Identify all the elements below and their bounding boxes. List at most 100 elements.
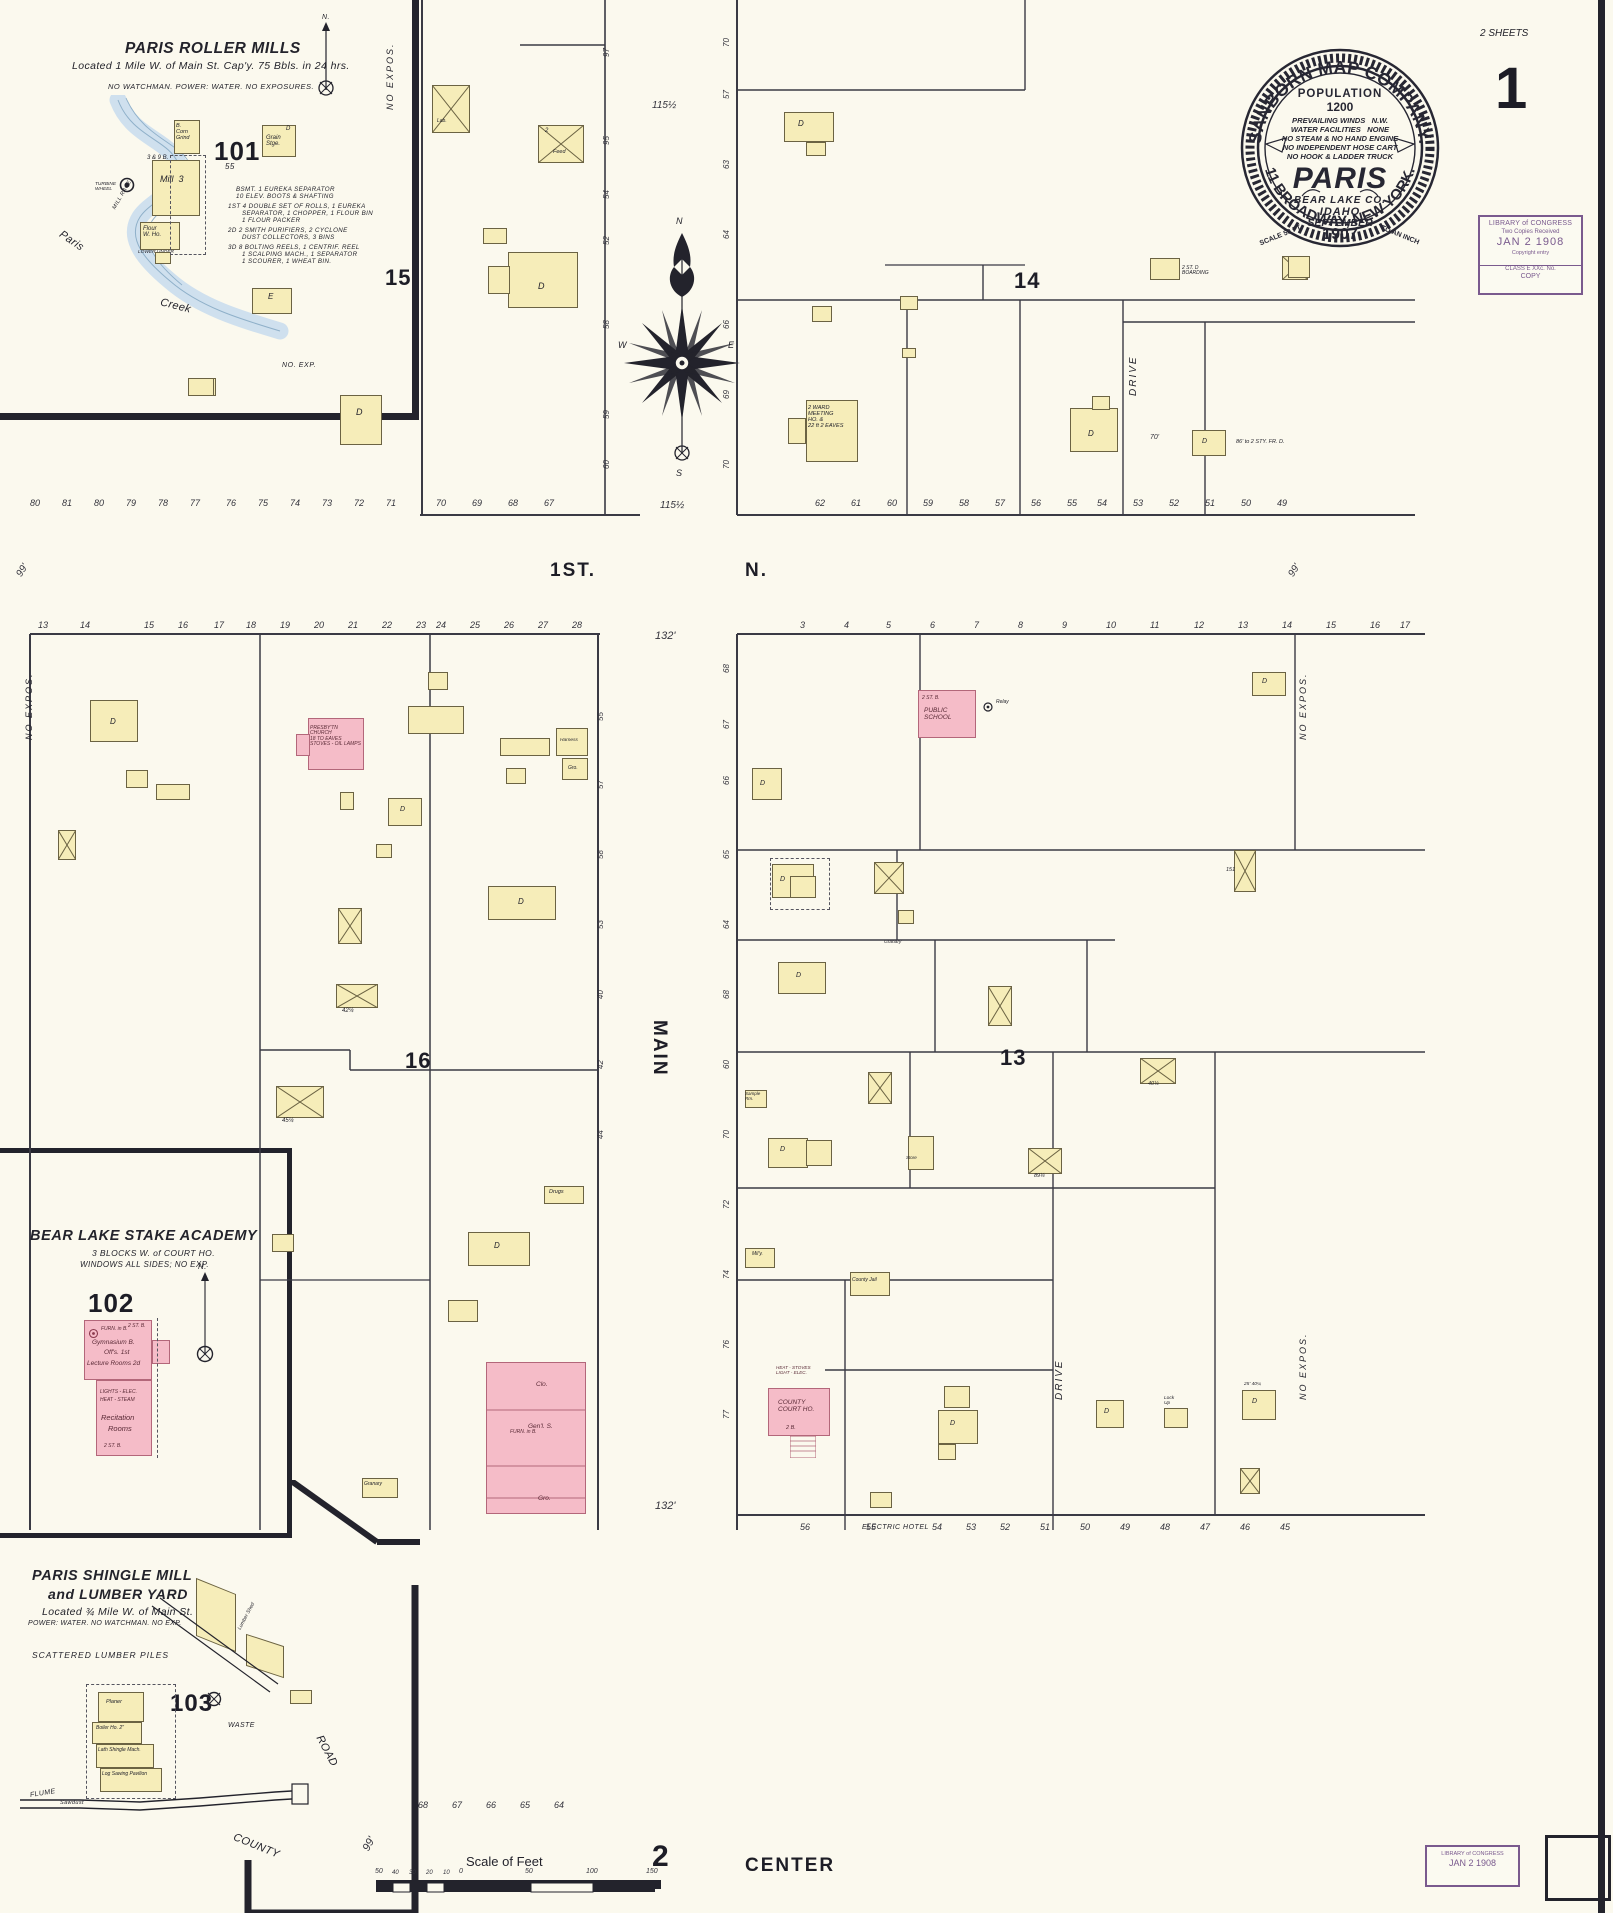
store-block-pink [486, 1362, 586, 1514]
bottom-stamp-line1: LIBRARY of CONGRESS [1441, 1851, 1504, 1857]
b16-bldg-drugs [544, 1186, 584, 1204]
corn-grind-building [174, 120, 200, 154]
drive-right-label: DRIVE [1128, 355, 1139, 396]
b15-rt-54: 54 [601, 190, 611, 199]
street-center: CENTER [745, 1855, 836, 1876]
b14-dim-70: 70' [1150, 434, 1160, 441]
loc-line3: JAN 2 1908 [1496, 236, 1565, 249]
block15-bldg-small-top [483, 228, 507, 244]
shingle-log-pavilion [100, 1768, 162, 1792]
academy-title: BEAR LAKE STAKE ACADEMY [30, 1228, 258, 1244]
b13-bldg-ne-d [1252, 672, 1286, 696]
block14-bldg-small-top [806, 142, 826, 156]
court-house-steps [789, 1435, 817, 1463]
academy-north-label: N. [198, 1262, 207, 1271]
academy-rooms-label: Rooms [108, 1424, 132, 1433]
b13-bldg-lower-r1 [1096, 1400, 1124, 1428]
loc-line1: LIBRARY of CONGRESS [1488, 220, 1573, 227]
b16-bldg-x-lower [336, 984, 378, 1008]
b13-bldg-sm-mid [898, 910, 914, 924]
academy-furn-label: FURN. in B. [101, 1326, 128, 1332]
b13-lt-68b: 68 [721, 990, 731, 999]
b16-bldg-lower-d [468, 1232, 530, 1266]
block15-feed-label: Feed [553, 149, 566, 155]
b13-lt-64b: 64 [721, 920, 731, 929]
block-16-number: 16 [405, 1048, 432, 1073]
compass-e-label: E [728, 340, 735, 350]
scale-tick-10: 10 [443, 1870, 450, 1876]
academy-furnace-marker [88, 1326, 99, 1344]
tick-ml-7: 20 [314, 620, 325, 630]
b15-rt-59: 59 [601, 410, 611, 419]
b13-store-label: Store [906, 1155, 917, 1160]
corner-99-tr: 99' [1286, 562, 1303, 579]
tick-br-6: 50 [1080, 1522, 1091, 1532]
b13-bldg-milly [745, 1248, 775, 1268]
b13-bldg-br-sm [870, 1492, 892, 1508]
public-school [918, 690, 976, 738]
b13-lt-67: 67 [721, 720, 731, 729]
dim-132-bottom: 132' [655, 1500, 676, 1512]
machinery-line-3: 1ST 4 DOUBLE SET OF ROLLS, 1 EUREKA [228, 203, 366, 210]
b16-bldg-right-1 [556, 728, 588, 756]
tick-br-4: 52 [1000, 1522, 1011, 1532]
academy-lecture-label: Lecture Rooms 2d [87, 1360, 141, 1367]
b13-bldg-lower-r2 [1164, 1408, 1188, 1428]
tick-tr-8: 54 [1097, 498, 1108, 508]
b16-mid-d-label: D [400, 806, 406, 813]
tick-mr-0: 3 [800, 620, 806, 630]
academy-2stb-label: 2 ST. B. [128, 1323, 146, 1329]
tick-br-10: 46 [1240, 1522, 1251, 1532]
b13-bldg-left-1 [752, 768, 782, 800]
b15-rt-97: 97 [601, 48, 611, 57]
block14-bldg-sm-right [1092, 396, 1110, 410]
corner-99-tl: 99' [14, 562, 31, 579]
b16-rt-58: 58 [595, 850, 605, 859]
bottom-right-corner-mark [1545, 1835, 1611, 1901]
b13-lt-68: 68 [721, 664, 731, 673]
tick-bl-3: 65 [520, 1800, 531, 1810]
b13-bldg-county-jail [850, 1272, 890, 1296]
tick-bl-0: 68 [418, 1800, 429, 1810]
tick-mr-14: 17 [1400, 620, 1411, 630]
tick-br-3: 53 [966, 1522, 977, 1532]
block14-far-right-note: 86' to 2 STY. FR. D. [1236, 439, 1285, 445]
seal-fact-4: NO INDEPENDENT HOSE CART [1282, 143, 1398, 152]
bottom-left-sheet-number: 2 [652, 1840, 670, 1873]
block14-bldg-far-right-d [1192, 430, 1226, 456]
b13-bldg-left-3 [790, 876, 816, 898]
roller-mill-machinery-list: BSMT. 1 EUREKA SEPARATOR 10 ELEV. BOOTS … [228, 186, 408, 265]
tick-br-9: 47 [1200, 1522, 1211, 1532]
tick-tr-6: 56 [1031, 498, 1042, 508]
b13-bldg-x-mid [874, 862, 904, 894]
b16-bldg-sm1 [126, 770, 148, 788]
seal-fact-5: NO HOOK & LADDER TRUCK [1286, 152, 1394, 161]
scale-tick-100: 100 [586, 1868, 598, 1875]
tick-tr-1: 61 [851, 498, 862, 508]
block-13-lines [735, 620, 1425, 1535]
corn-grind-label: B. Corn Grind [176, 123, 190, 141]
tick-mr-13: 16 [1370, 620, 1381, 630]
b13-d-mid-label: D [796, 972, 802, 979]
compass-n-label: N [676, 216, 683, 226]
tick-ml-12: 25 [470, 620, 481, 630]
machinery-line-5: 1 FLOUR PACKER [242, 217, 301, 224]
church-wing [296, 734, 310, 756]
presbyterian-church-label: PRESBY'TN CHURCH 18 TO EAVES STOVES - OI… [310, 725, 361, 747]
relay-label: Relay [996, 699, 1009, 705]
b16-rt-40: 40 [595, 990, 605, 999]
tick-tr-10: 52 [1169, 498, 1180, 508]
b16-d1-label: D [110, 717, 116, 726]
b16-bldg-mid-sm3 [376, 844, 392, 858]
block14-d-top-label: D [798, 119, 804, 128]
b14-lt-70a: 70 [721, 38, 731, 47]
academy-inset-diagonal [240, 1477, 420, 1590]
block15-bldg-d-wing [488, 266, 510, 294]
tick-tl-13: 69 [472, 498, 483, 508]
b15-rt-52: 52 [601, 236, 611, 245]
academy-2stb-lower-label: 2 ST. B. [104, 1443, 122, 1449]
shingle-mill-notes: POWER: WATER. NO WATCHMAN. NO EXP. [28, 1620, 182, 1627]
tick-mr-8: 11 [1150, 620, 1160, 630]
grain-storage-building [262, 125, 296, 157]
